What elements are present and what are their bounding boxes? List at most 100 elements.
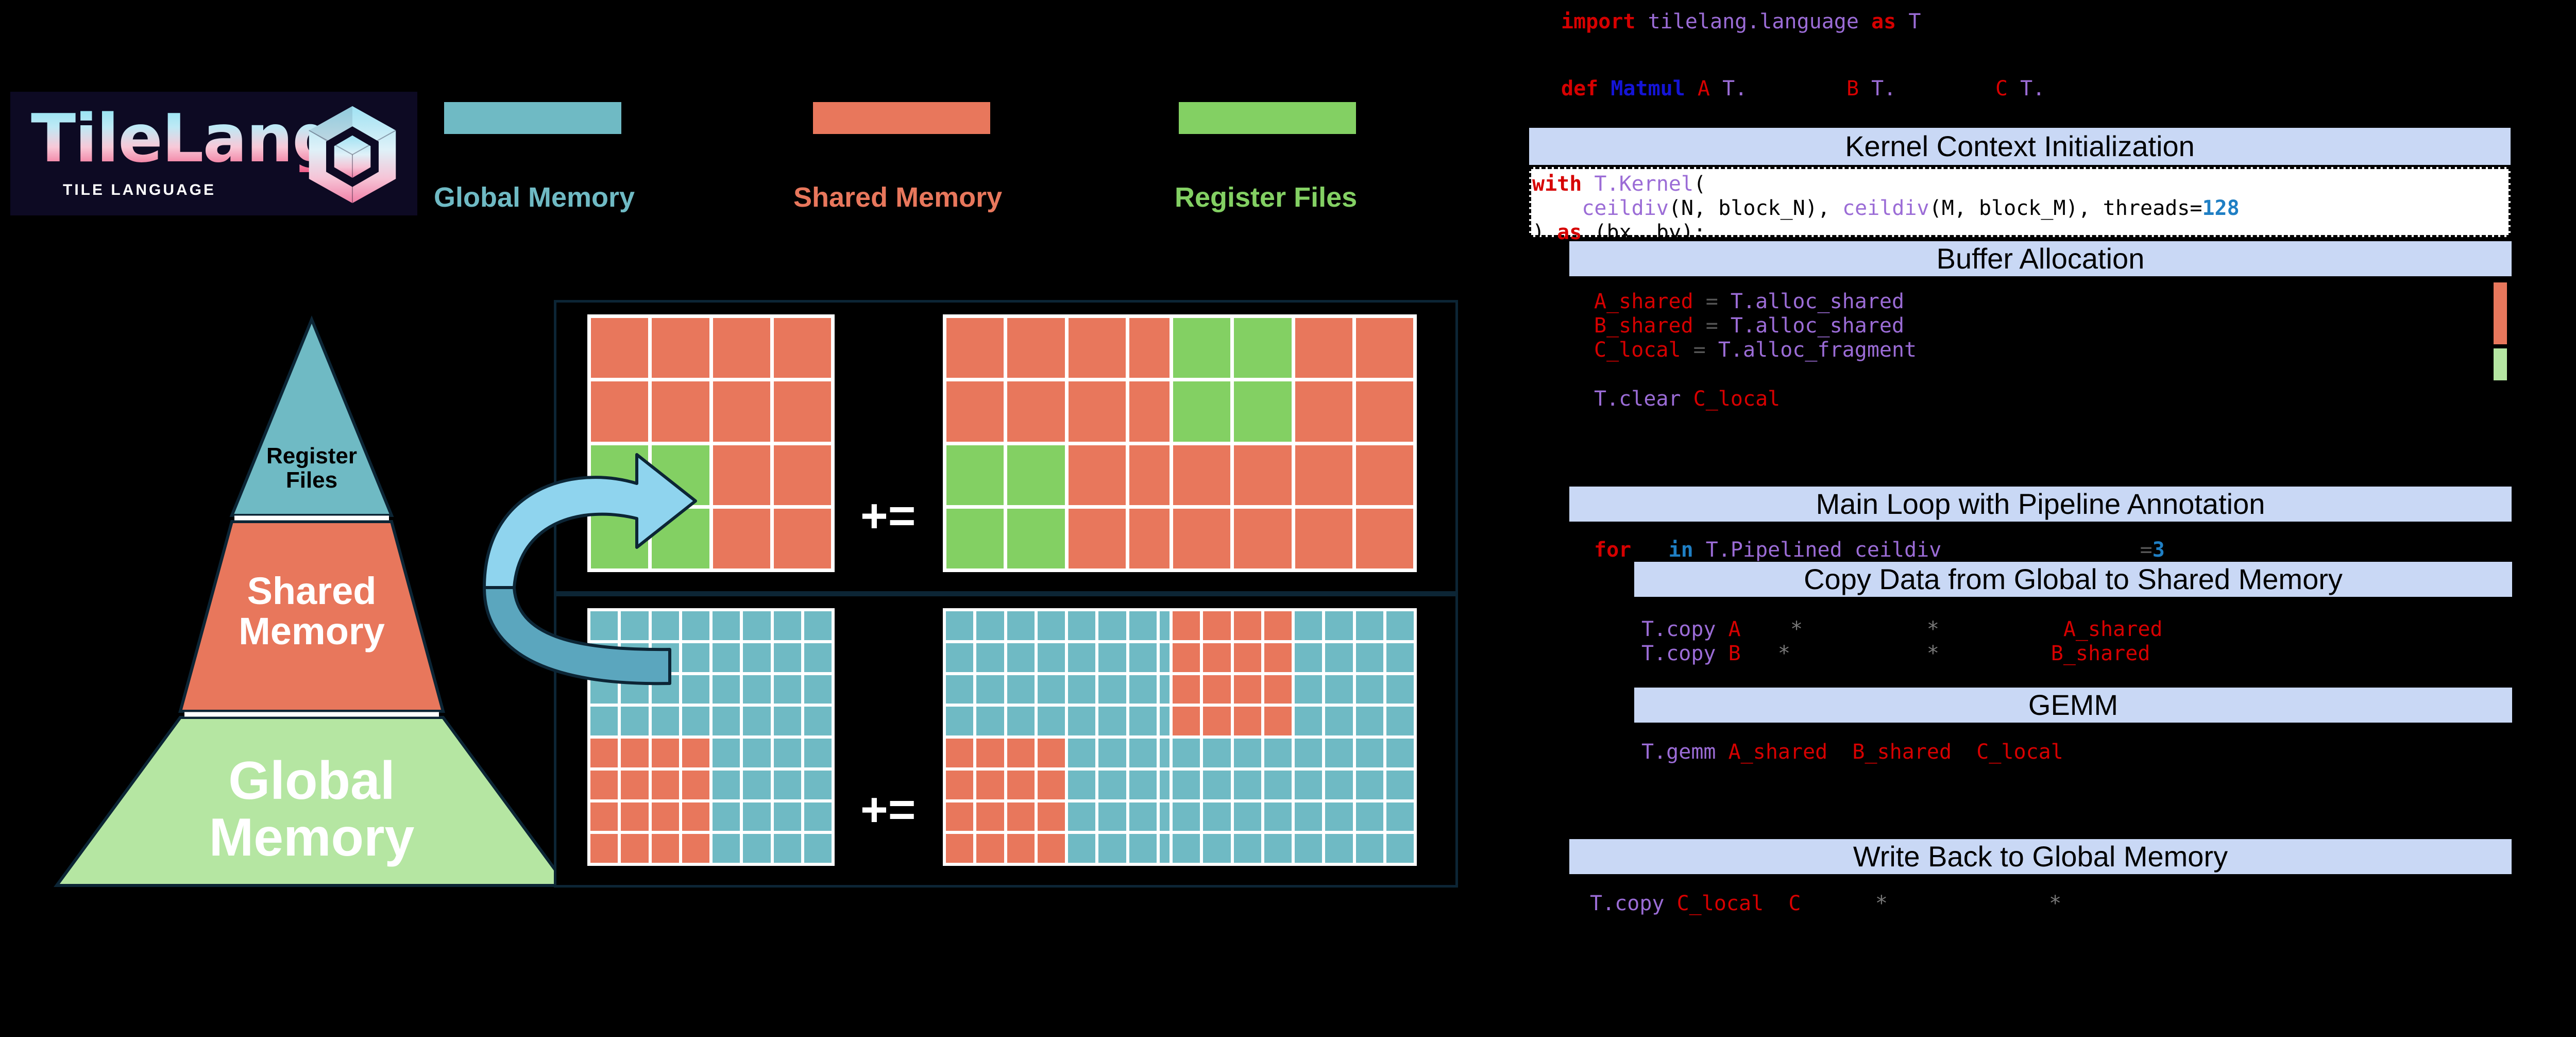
matrix-cell (682, 707, 709, 735)
matrix-cell (1129, 611, 1157, 640)
matrix-cell (976, 770, 1004, 799)
matrix-cell (1203, 770, 1231, 799)
matrix-cell (651, 834, 679, 863)
matrix-cell (1203, 802, 1231, 831)
matrix-cell (651, 707, 679, 735)
code-box-kernel-context-initialization (1529, 167, 2511, 237)
matrix-cell (1098, 834, 1126, 863)
matrix-cell (713, 508, 770, 568)
matrix-cell (1234, 318, 1292, 378)
matrix-cell (1007, 381, 1065, 442)
matrix-cell (1068, 770, 1096, 799)
matrix-cell (976, 611, 1004, 640)
matrix-b-shared (1170, 314, 1417, 572)
matrix-cell (1386, 675, 1414, 704)
register-file-chip (2494, 348, 2507, 380)
matrix-cell (651, 739, 679, 767)
matrix-cell (1355, 611, 1383, 640)
matrix-cell (1386, 643, 1414, 672)
matrix-cell (773, 611, 801, 640)
matrix-cell (743, 643, 771, 672)
matrix-cell (773, 381, 831, 442)
matrix-cell (1233, 611, 1261, 640)
legend-label-shared-memory: Shared Memory (793, 182, 1003, 213)
matrix-cell (1325, 802, 1353, 831)
matrix-cell (946, 834, 974, 863)
matrix-cell (1068, 802, 1096, 831)
matrix-cell (682, 802, 709, 831)
logo-text: TileLang TILE LANGUAGE (31, 101, 340, 199)
matrix-cell (590, 802, 618, 831)
matrix-cell (1386, 739, 1414, 767)
matrix-cell (804, 802, 832, 831)
matrix-cell (590, 770, 618, 799)
matrix-cell (1233, 707, 1261, 735)
matrix-cell (976, 834, 1004, 863)
matrix-cell (1355, 834, 1383, 863)
matrix-cell (1068, 707, 1096, 735)
matrix-cell (1295, 707, 1323, 735)
matrix-cell (1173, 707, 1200, 735)
matrix-cell (743, 707, 771, 735)
matrix-cell (804, 643, 832, 672)
matrix-cell (1203, 643, 1231, 672)
matrix-cell (1007, 834, 1035, 863)
matrix-cell (1233, 643, 1261, 672)
banner-copy-data-from-global-to-shared-memory: Copy Data from Global to Shared Memory (1634, 562, 2512, 597)
matrix-cell (1173, 611, 1200, 640)
matrix-cell (1295, 834, 1323, 863)
matrix-cell (773, 802, 801, 831)
matrix-cell (1355, 643, 1383, 672)
matrix-cell (773, 508, 831, 568)
global-to-shared-arrow (483, 453, 697, 685)
matrix-cell (1173, 318, 1231, 378)
matrix-cell (743, 770, 771, 799)
matrix-cell (1129, 834, 1157, 863)
matrix-cell (1098, 770, 1126, 799)
code-block-main-loop: for in T.Pipelined ceildiv =3 (1594, 538, 2165, 562)
matrix-cell (1173, 445, 1231, 505)
matrix-cell (682, 739, 709, 767)
shared-memory-chip (2494, 282, 2507, 344)
matrix-cell (1068, 381, 1126, 442)
logo-wordmark: TileLang (31, 101, 340, 177)
matrix-cell (713, 611, 740, 640)
matrix-cell (1264, 802, 1292, 831)
matrix-cell (1068, 611, 1096, 640)
matrix-cell (1264, 770, 1292, 799)
legend-label-register-files: Register Files (1175, 182, 1358, 213)
matrix-cell (1203, 834, 1231, 863)
matrix-cell (651, 611, 679, 640)
matrix-cell (652, 318, 709, 378)
matrix-cell (743, 611, 771, 640)
code-block-gemm: T.gemm A_shared B_shared C_local (1641, 740, 2063, 764)
banner-write-back-to-global-memory: Write Back to Global Memory (1569, 839, 2512, 874)
matrix-cell (1007, 707, 1035, 735)
matrix-cell (621, 611, 649, 640)
matrix-cell (713, 739, 740, 767)
matrix-cell (1234, 381, 1292, 442)
matrix-cell (590, 611, 618, 640)
accumulate-operator-bottom: += (860, 783, 916, 836)
matrix-cell (1007, 802, 1035, 831)
matrix-cell (1037, 707, 1065, 735)
matrix-cell (1007, 643, 1035, 672)
matrix-cell (804, 834, 832, 863)
matrix-cell (976, 675, 1004, 704)
code-line-import: import tilelang.language as T (1561, 10, 1921, 34)
matrix-cell (1203, 739, 1231, 767)
matrix-cell (1355, 318, 1413, 378)
matrix-cell (591, 381, 649, 442)
matrix-cell (773, 707, 801, 735)
matrix-cell (1264, 611, 1292, 640)
matrix-cell (1173, 802, 1200, 831)
matrix-cell (1233, 675, 1261, 704)
matrix-cell (773, 643, 801, 672)
matrix-cell (976, 802, 1004, 831)
legend-swatch-shared-memory (813, 102, 990, 134)
matrix-cell (652, 381, 709, 442)
matrix-cell (1098, 707, 1126, 735)
matrix-cell (946, 445, 1004, 505)
matrix-cell (804, 675, 832, 704)
matrix-cell (713, 834, 740, 863)
